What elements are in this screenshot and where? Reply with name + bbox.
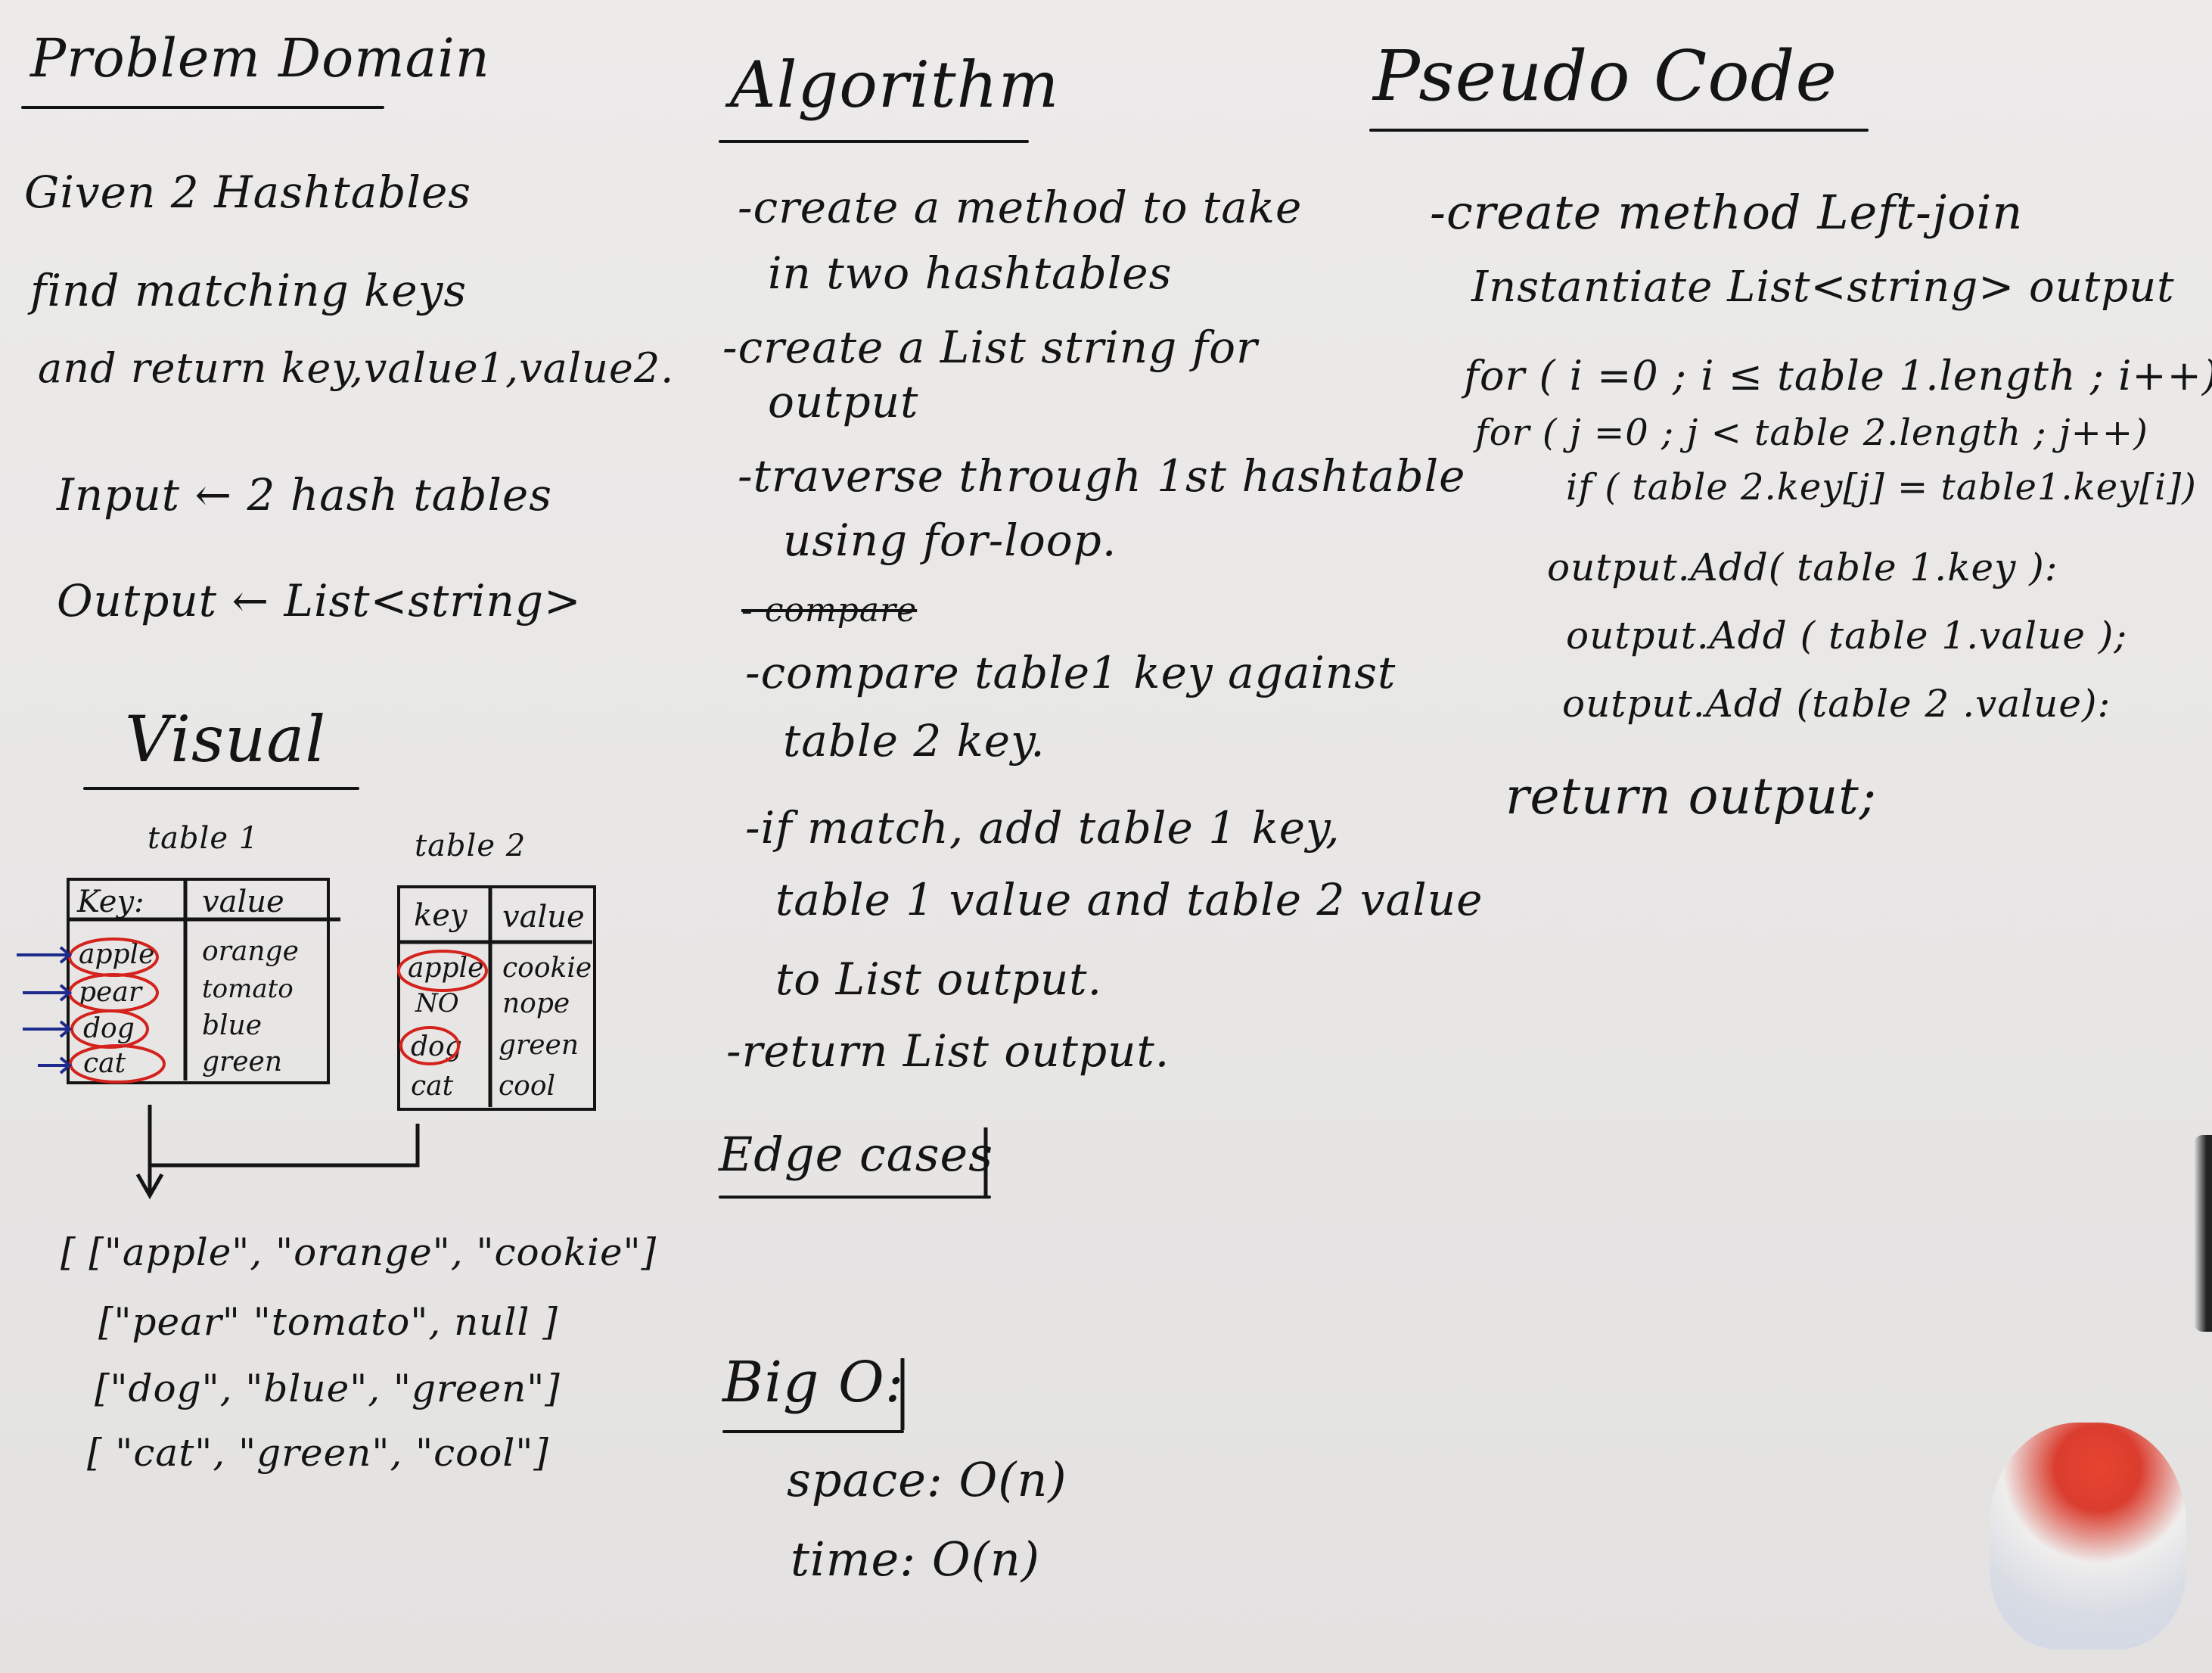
result-line-1: [ ["apple", "orange", "cookie"] — [61, 1230, 657, 1274]
algo-step-6: using for-loop. — [783, 515, 1117, 566]
visual-heading: Visual — [125, 702, 327, 776]
pseudo-code-heading: Pseudo Code — [1373, 36, 1838, 117]
algo-step-8: table 2 key. — [783, 715, 1045, 767]
table2-key-1: apple — [408, 953, 484, 984]
algo-step-4: output — [768, 376, 919, 428]
problem-domain-heading: Problem Domain — [30, 27, 490, 89]
pseudo-line-1: -create method Left-join — [1430, 185, 2024, 240]
table2-header-value: value — [502, 900, 585, 934]
algo-step-11: to List output. — [775, 953, 1103, 1005]
big-o-heading: Big O: — [722, 1350, 905, 1415]
result-line-2: ["pear" "tomato", null ] — [98, 1300, 558, 1344]
pseudo-line-4: for ( j =0 ; j < table 2.length ; j++) — [1475, 412, 2148, 454]
pseudo-line-6: output.Add( table 1.key ): — [1547, 546, 2058, 589]
edge-cases-underline — [719, 1196, 991, 1199]
table2-value-4: cool — [499, 1071, 556, 1102]
table1-key-3: dog — [83, 1013, 135, 1044]
table1-key-2: pear — [79, 977, 142, 1008]
connector-line — [148, 1105, 420, 1168]
table2-value-3: green — [499, 1030, 579, 1061]
algo-step-10: table 1 value and table 2 value — [775, 874, 1483, 925]
table1-value-2: tomato — [202, 974, 294, 1004]
red-circle-apple-1 — [68, 938, 159, 977]
table1-value-4: green — [202, 1046, 283, 1077]
algo-step-9: -if match, add table 1 key, — [745, 802, 1341, 854]
table2-label: table 2 — [415, 829, 527, 863]
blue-arrows — [17, 946, 73, 1074]
big-o-underline — [722, 1430, 904, 1433]
blue-arrow-4 — [38, 1056, 73, 1074]
algo-step-struck: - compare — [741, 591, 918, 630]
blue-arrow-2 — [23, 984, 73, 1002]
table2-key-2: NO — [415, 988, 459, 1018]
table2-key-4: cat — [411, 1071, 454, 1102]
table2: key value apple cookie NO nope dog green… — [397, 885, 596, 1111]
table2-value-1: cookie — [502, 953, 592, 984]
problem-line-3: and return key,value1,value2. — [38, 344, 675, 392]
edge-cases-heading: Edge cases — [719, 1127, 994, 1182]
pseudo-line-8: output.Add (table 2 .value): — [1562, 682, 2111, 726]
pseudo-line-2: Instantiate List<string> output — [1471, 263, 2175, 312]
red-circle-apple-2 — [397, 950, 488, 992]
result-line-4: [ "cat", "green", "cool"] — [87, 1431, 549, 1475]
table1-header-value: value — [202, 885, 284, 919]
table1-value-1: orange — [202, 936, 299, 967]
pseudo-line-5: if ( table 2.key[j] = table1.key[i]) — [1566, 466, 2197, 508]
algo-step-7: -compare table1 key against — [745, 647, 1396, 698]
table1-value-3: blue — [202, 1010, 263, 1041]
edge-object — [2194, 1135, 2212, 1332]
algo-step-5: -traverse through 1st hashtable — [738, 450, 1466, 502]
table1-label: table 1 — [148, 821, 259, 856]
algo-step-1: -create a method to take — [738, 182, 1303, 233]
result-line-3: ["dog", "blue", "green"] — [95, 1367, 561, 1410]
table2-header-key: key — [414, 898, 468, 933]
red-circle-dog-2 — [399, 1026, 460, 1065]
algo-step-2: in two hashtables — [768, 247, 1173, 299]
red-circle-pear-1 — [68, 973, 159, 1012]
problem-domain-underline — [21, 106, 384, 109]
pseudo-line-7: output.Add ( table 1.value ); — [1566, 614, 2128, 658]
algorithm-underline — [719, 140, 1029, 143]
table1-key-1: apple — [79, 939, 155, 970]
input-line: Input ← 2 hash tables — [57, 469, 553, 521]
pseudo-code-underline — [1369, 129, 1869, 132]
table2-value-2: nope — [502, 988, 570, 1019]
algo-step-12: -return List output. — [726, 1025, 1170, 1077]
red-circle-dog-1 — [70, 1009, 149, 1049]
blurred-object — [1990, 1423, 2186, 1650]
visual-underline — [83, 787, 359, 790]
table1-key-4: cat — [83, 1048, 126, 1079]
table1-header-key: Key: — [77, 885, 144, 919]
table1: Key: value apple orange pear tomato dog … — [67, 878, 330, 1084]
blue-arrow-1 — [17, 946, 73, 964]
red-circle-cat-1 — [69, 1044, 166, 1084]
blue-arrow-3 — [23, 1020, 73, 1038]
pseudo-line-3: for ( i =0 ; i ≤ table 1.length ; i++) — [1464, 352, 2212, 400]
result-connector — [135, 1105, 420, 1200]
algorithm-heading: Algorithm — [730, 48, 1060, 122]
output-line: Output ← List<string> — [57, 575, 582, 627]
problem-line-2: find matching keys — [30, 265, 468, 316]
big-o-time: time: O(n) — [791, 1532, 1040, 1587]
connector-arrow — [135, 1150, 164, 1200]
problem-line-1: Given 2 Hashtables — [24, 166, 472, 218]
pseudo-line-9: return output; — [1505, 767, 1877, 826]
algo-step-3: -create a List string for — [722, 322, 1258, 373]
big-o-space: space: O(n) — [787, 1452, 1067, 1507]
